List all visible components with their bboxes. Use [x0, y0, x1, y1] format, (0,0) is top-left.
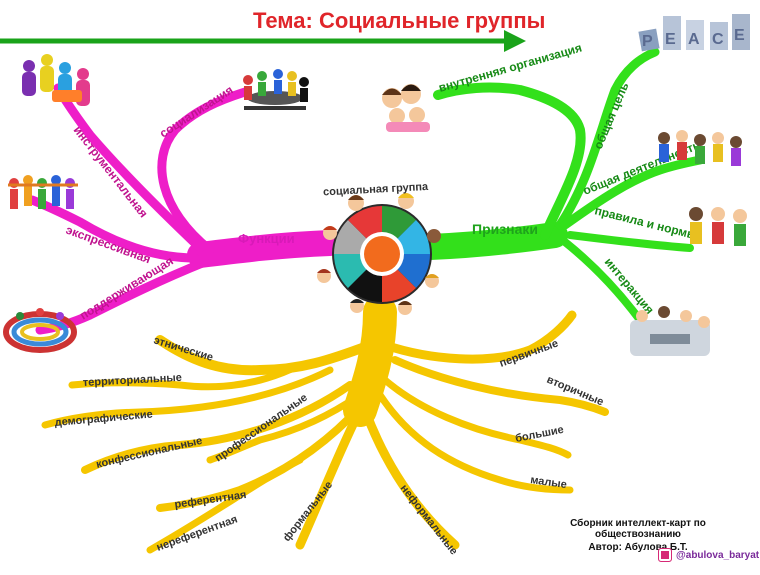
family-icons	[382, 84, 430, 132]
credits-line-1: Сборник интеллект-карт по обществознанию	[570, 518, 706, 540]
type-item: конфессиональные	[95, 435, 203, 471]
team-hands-icons	[8, 175, 78, 209]
central-wheel	[317, 193, 441, 315]
instagram-icon	[658, 548, 672, 562]
signs-branches	[417, 47, 705, 349]
circle-people-icons	[3, 308, 77, 353]
instagram-handle[interactable]: @abulova_baryat	[676, 549, 760, 561]
page-title: Тема: Социальные группы	[253, 8, 545, 33]
svg-text:A: A	[688, 31, 700, 48]
functions-branches	[27, 83, 343, 335]
group-activity-icons	[658, 130, 742, 166]
credits: Сборник интеллект-карт по обществознанию…	[528, 518, 748, 553]
type-item: неформальные	[398, 482, 460, 557]
people-icons	[22, 54, 90, 106]
kids-icons	[689, 207, 747, 246]
center-label: социальная группа	[323, 181, 430, 199]
signs-label: Признаки	[472, 221, 538, 237]
types-branches	[41, 295, 609, 554]
svg-text:E: E	[665, 31, 676, 48]
title-arrow	[0, 30, 526, 52]
type-item: референтная	[174, 489, 247, 511]
function-item: социализация	[157, 83, 236, 141]
function-item: поддерживающая	[77, 254, 176, 323]
svg-text:C: C	[712, 31, 724, 48]
peace-letters-icons: P E A C E	[638, 14, 750, 52]
type-item: территориальные	[83, 372, 183, 389]
function-item: инструментальная	[71, 123, 151, 220]
svg-text:E: E	[734, 27, 745, 44]
svg-text:P: P	[642, 33, 653, 50]
type-item: этнические	[152, 334, 214, 363]
functions-label: Функции	[238, 231, 295, 246]
instagram-handle-row: @abulova_baryat	[658, 548, 759, 562]
credits-line-2: Автор: Абулова Б.Т.	[588, 542, 688, 553]
type-item: малые	[530, 474, 568, 491]
meeting-icons	[243, 69, 309, 110]
interaction-icons	[630, 306, 710, 356]
